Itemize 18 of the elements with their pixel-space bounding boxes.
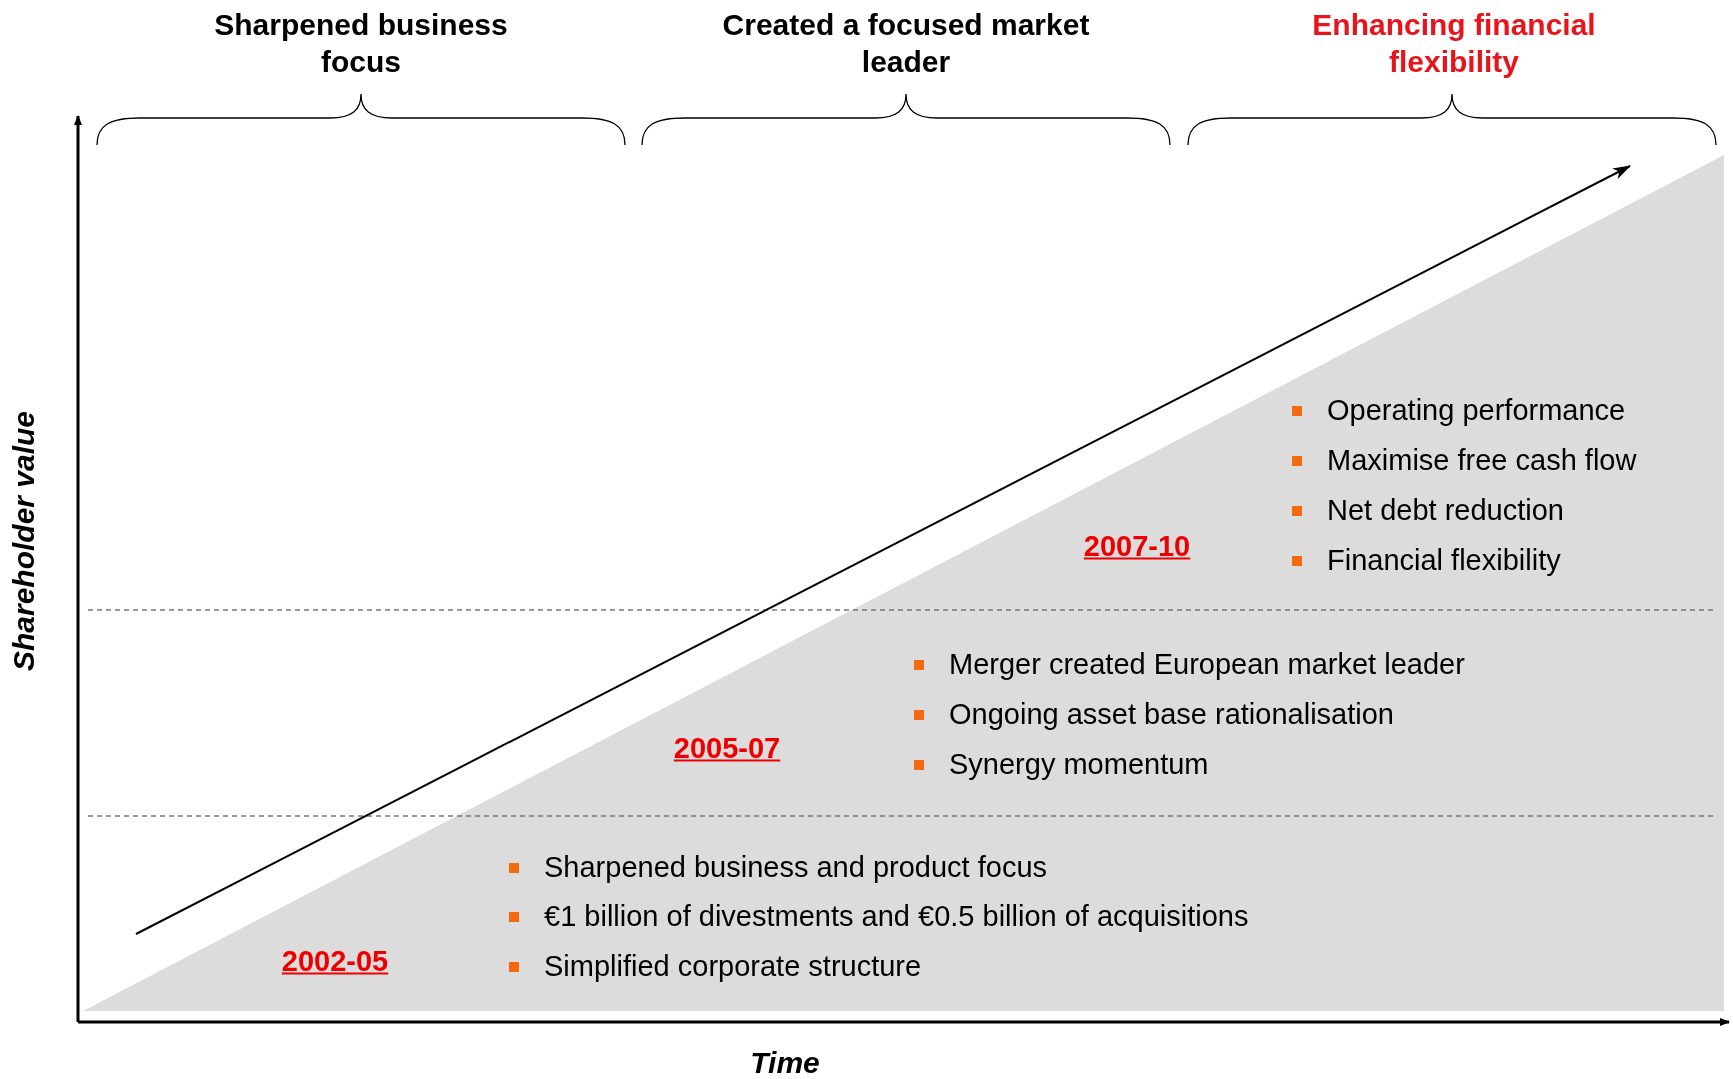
- phase-heading: Enhancing financial flexibility: [1311, 7, 1597, 80]
- period-label: 2005-07: [673, 731, 781, 765]
- bullet-text: €1 billion of divestments and €0.5 billion of acquisitions: [544, 900, 1249, 933]
- bullet-text: Net debt reduction: [1327, 494, 1564, 527]
- bullet-text: Maximise free cash flow: [1327, 444, 1637, 477]
- bullet-text: Financial flexibility: [1327, 544, 1561, 577]
- axis-title: Time: [750, 1046, 820, 1079]
- bullet-text: Operating performance: [1327, 394, 1626, 427]
- phase-heading: Created a focused market leader: [721, 7, 1091, 80]
- period-label: 2007-10: [1083, 529, 1191, 563]
- bullet-text: Ongoing asset base rationalisation: [949, 698, 1394, 731]
- bullet-text: Sharpened business and product focus: [544, 851, 1047, 884]
- bullet-text: Simplified corporate structure: [544, 950, 922, 983]
- bullet-text: Merger created European market leader: [949, 648, 1465, 681]
- bullet-text: Synergy momentum: [949, 748, 1209, 781]
- phase-heading: Sharpened business focus: [213, 7, 509, 80]
- axis-title: Shareholder value: [7, 410, 41, 672]
- period-label: 2002-05: [281, 944, 389, 978]
